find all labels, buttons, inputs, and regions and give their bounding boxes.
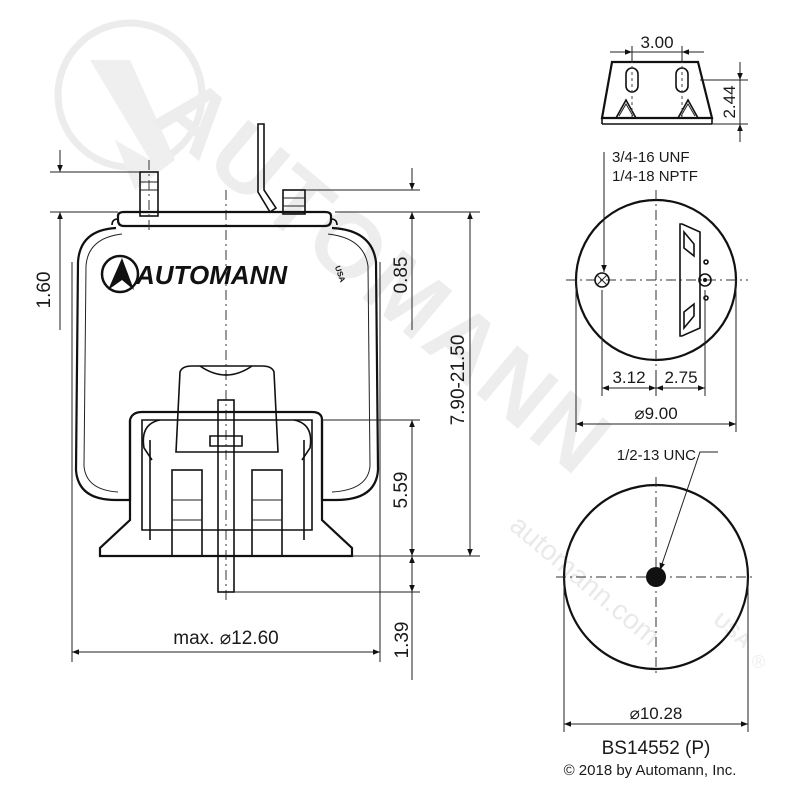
dim-2-44-text: 2.44	[720, 85, 739, 118]
bottom-mount-hole	[646, 567, 666, 587]
bellows-right-wall	[320, 226, 380, 502]
piston-body	[98, 410, 354, 558]
dim-2-75-text: 2.75	[664, 368, 697, 387]
watermark-logo-arrow	[90, 60, 175, 190]
bottom-view: 1/2-13 UNC ⌀10.28	[556, 447, 756, 732]
roll-lobe-left	[142, 419, 161, 461]
bellows-right-inner	[327, 233, 371, 493]
brand-logo: AUTOMANN USA	[100, 254, 347, 294]
dim-9-00-text: ⌀9.00	[634, 404, 677, 423]
dim-1-39-text: 1.39	[392, 622, 413, 659]
roll-lobe-right	[293, 419, 312, 461]
copyright-text: © 2018 by Automann, Inc.	[564, 762, 737, 779]
piston-cavity	[141, 419, 313, 531]
top-view-bracket	[679, 223, 701, 337]
dim-height-range-text: 7.90-21.50	[448, 335, 469, 426]
bracket-outline	[600, 60, 714, 120]
dim-1-39: 1.39	[234, 556, 420, 680]
piston-rib-right	[251, 469, 283, 557]
part-number: BS14552 (P)	[602, 738, 711, 759]
bellows-left-wall	[74, 226, 132, 502]
dim-10-28-text: ⌀10.28	[630, 704, 683, 723]
rubber-bumper	[175, 365, 279, 453]
note-bottom-thread: 1/2-13 UNC	[617, 447, 696, 464]
dim-0-85-text: 0.85	[391, 257, 412, 294]
logo-text: AUTOMANN	[135, 260, 288, 290]
air-fitting-bracket	[257, 123, 278, 214]
rod-collar	[209, 435, 243, 447]
top-bracket-detail: 3.00 2.44	[600, 33, 748, 142]
side-view: AUTOMANN USA 1.60 0.85 7.90-21.50	[34, 123, 480, 680]
dim-max-diameter: max. ⌀12.60	[71, 262, 381, 662]
bumper-top-recess	[199, 365, 253, 376]
dim-5-59-text: 5.59	[391, 472, 412, 509]
piston-rib-left	[171, 469, 203, 557]
center-rod	[217, 399, 235, 593]
logo-ring	[100, 254, 140, 294]
note-air-fitting-thread: 3/4-16 UNF	[612, 149, 690, 166]
bracket-gussets	[615, 98, 699, 119]
bottom-thread-leader	[659, 451, 718, 571]
watermark-website: automann.com	[504, 509, 666, 652]
top-bead-plate	[116, 210, 333, 228]
dim-3-00-text: 3.00	[640, 33, 673, 52]
dim-3-12-text: 3.12	[612, 368, 645, 387]
logo-arrow	[108, 258, 134, 290]
dim-height-range: 7.90-21.50	[352, 212, 480, 557]
top-view: 3/4-16 UNF 1/4-18 NPTF 3.12 2.75 ⌀9.00	[566, 149, 748, 432]
piston-inner-walls	[149, 440, 305, 540]
bead-plate-crimp	[111, 218, 338, 226]
watermark-registered: ®	[752, 652, 765, 672]
bellows-left-inner	[83, 233, 123, 493]
dim-1-60-text: 1.60	[34, 272, 55, 309]
top-view-stud	[698, 273, 712, 287]
dim-1-60: 1.60	[34, 150, 140, 330]
air-fitting-port	[594, 272, 610, 288]
dim-5-59: 5.59	[322, 419, 420, 556]
dim-max-diameter-text: max. ⌀12.60	[173, 628, 278, 649]
right-stud-nut	[282, 189, 306, 215]
note-air-port-thread: 1/4-18 NPTF	[612, 168, 698, 185]
dim-0-85: 0.85	[305, 168, 480, 330]
